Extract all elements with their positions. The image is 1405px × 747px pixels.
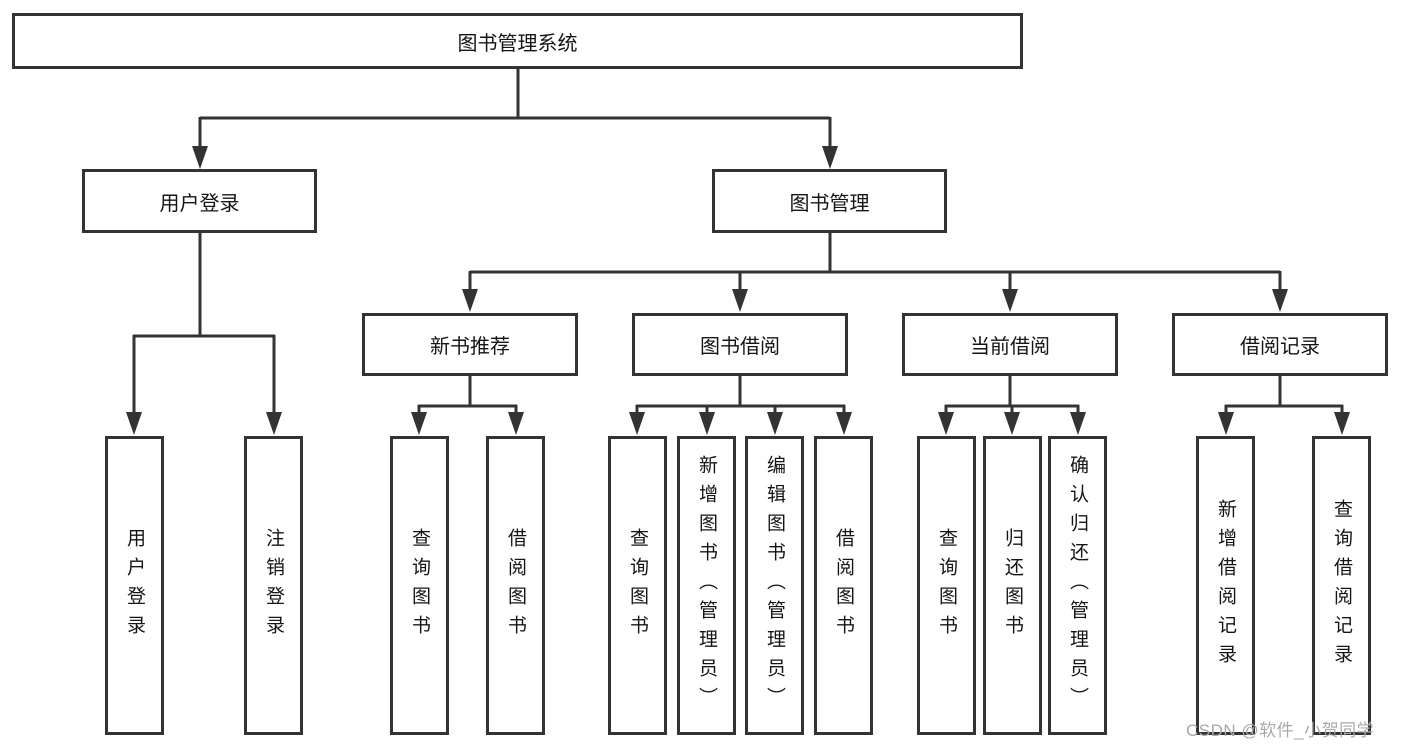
leaf-confirm-return-admin: 确认归还（管理员）: [1048, 436, 1107, 735]
leaf-query-books-current-label: 查询图书: [936, 527, 957, 644]
leaf-logout-label: 注销登录: [263, 527, 284, 644]
leaf-user-login: 用户登录: [105, 436, 164, 735]
connector-current-to-leaves: [938, 376, 1086, 435]
leaf-add-borrow-record-label: 新增借阅记录: [1215, 498, 1236, 673]
node-book-borrowing: 图书借阅: [632, 313, 848, 376]
leaf-borrow-books: 借阅图书: [814, 436, 873, 735]
leaf-add-book-admin-label: 新增图书（管理员）: [696, 455, 717, 716]
node-book-management: 图书管理: [712, 169, 947, 233]
leaf-return-books-label: 归还图书: [1002, 527, 1023, 644]
connector-borrowing-to-leaves: [629, 376, 852, 435]
leaf-logout: 注销登录: [244, 436, 303, 735]
leaf-confirm-return-admin-label: 确认归还（管理员）: [1067, 455, 1088, 716]
leaf-query-books-borrowing: 查询图书: [608, 436, 667, 735]
node-new-book-recommend: 新书推荐: [362, 313, 578, 376]
leaf-borrow-books-recommend-label: 借阅图书: [505, 527, 526, 644]
leaf-query-books-recommend: 查询图书: [390, 436, 449, 735]
node-book-borrowing-label: 图书借阅: [700, 336, 780, 358]
leaf-return-books: 归还图书: [983, 436, 1042, 735]
watermark: CSDN @软件_小贺同学: [1186, 721, 1375, 740]
leaf-query-borrow-record-label: 查询借阅记录: [1331, 498, 1352, 673]
node-library-system: 图书管理系统: [12, 13, 1023, 69]
node-new-book-recommend-label: 新书推荐: [430, 336, 510, 358]
node-user-login-label: 用户登录: [159, 192, 240, 215]
connector-newbook-to-leaves: [411, 376, 524, 435]
leaf-add-borrow-record: 新增借阅记录: [1196, 436, 1255, 735]
leaf-query-books-borrowing-label: 查询图书: [627, 527, 648, 644]
leaf-borrow-books-recommend: 借阅图书: [486, 436, 545, 735]
leaf-query-borrow-record: 查询借阅记录: [1312, 436, 1371, 735]
leaf-add-book-admin: 新增图书（管理员）: [677, 436, 736, 735]
node-borrowing-records-label: 借阅记录: [1240, 336, 1320, 358]
leaf-borrow-books-label: 借阅图书: [833, 527, 854, 644]
leaf-edit-book-admin: 编辑图书（管理员）: [745, 436, 804, 735]
node-library-system-label: 图书管理系统: [457, 32, 578, 55]
node-borrowing-records: 借阅记录: [1172, 313, 1388, 376]
leaf-edit-book-admin-label: 编辑图书（管理员）: [764, 455, 785, 716]
leaf-query-books-recommend-label: 查询图书: [409, 527, 430, 644]
connector-root-to-level2: [192, 69, 838, 169]
node-current-borrowing: 当前借阅: [902, 313, 1118, 376]
node-user-login: 用户登录: [82, 169, 317, 233]
connector-bookmgmt-to-level3: [462, 232, 1288, 312]
connector-records-to-leaves: [1218, 376, 1350, 435]
leaf-query-books-current: 查询图书: [917, 436, 976, 735]
node-current-borrowing-label: 当前借阅: [970, 336, 1050, 358]
node-book-management-label: 图书管理: [789, 192, 870, 215]
leaf-user-login-label: 用户登录: [124, 527, 145, 644]
connector-userlogin-to-leaves: [126, 233, 282, 435]
